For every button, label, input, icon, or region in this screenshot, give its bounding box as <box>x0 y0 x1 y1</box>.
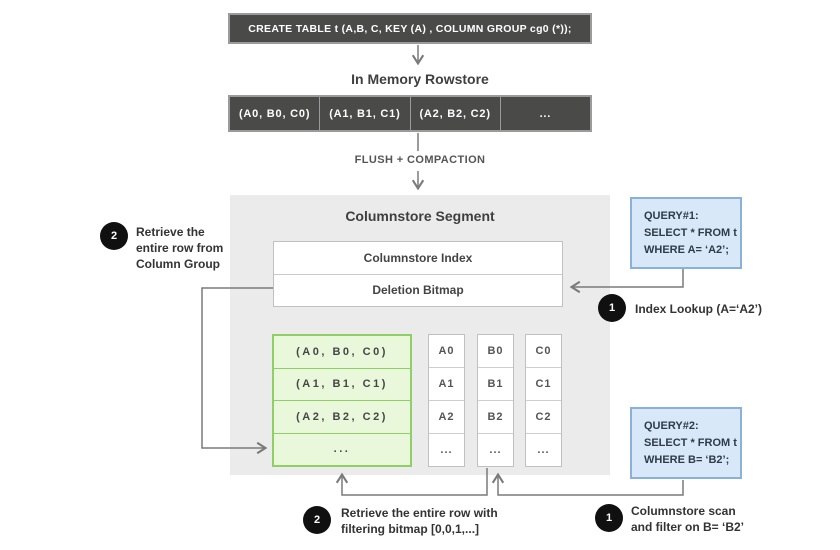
column-group-row: ... <box>274 432 410 466</box>
step-badge-2-bottom: 2 <box>303 506 331 534</box>
flush-compaction-label: FLUSH + COMPACTION <box>354 154 486 166</box>
note-line: and filter on B= ‘B2’ <box>631 520 745 534</box>
note-columnstore-scan: Columnstore scan and filter on B= ‘B2’ <box>631 503 744 535</box>
step-badge-1-bottom: 1 <box>595 504 623 532</box>
query1-line: SELECT * FROM t <box>644 227 737 239</box>
note-line: Columnstore scan <box>631 504 736 518</box>
query2-box: QUERY#2: SELECT * FROM t WHERE B= ‘B2’; <box>630 407 742 479</box>
column-cell: A2 <box>429 400 464 433</box>
deletion-bitmap-bar: Deletion Bitmap <box>274 273 562 307</box>
segment-title: Columnstore Segment <box>345 208 495 224</box>
column-cell: ... <box>478 433 513 466</box>
column-group-table: (A0, B0, C0) (A1, B1, C1) (A2, B2, C2) .… <box>272 334 412 467</box>
column-cell: C2 <box>526 400 561 433</box>
column-group-row: (A0, B0, C0) <box>296 345 388 358</box>
column-cell: C1 <box>526 367 561 400</box>
segment-header-bars: Columnstore Index Deletion Bitmap <box>273 241 563 307</box>
column-a-store: A0 A1 A2 ... <box>428 334 465 467</box>
column-cell: ... <box>526 433 561 466</box>
column-cell: B2 <box>478 400 513 433</box>
query2-line: WHERE B= ‘B2’; <box>644 454 730 466</box>
column-c-store: C0 C1 C2 ... <box>525 334 562 467</box>
rowstore-cell: (A0, B0, C0) <box>238 107 311 120</box>
query1-line: QUERY#1: <box>644 210 699 222</box>
note-retrieve-from-group: Retrieve the entire row from Column Grou… <box>136 224 223 272</box>
note-line: Column Group <box>136 257 220 271</box>
column-cell: C0 <box>535 345 552 357</box>
column-cell: A1 <box>429 367 464 400</box>
column-cell: B1 <box>478 367 513 400</box>
columnstore-index-bar: Columnstore Index <box>363 250 473 265</box>
query2-line: QUERY#2: <box>644 420 699 432</box>
note-line: entire row from <box>136 241 224 255</box>
note-line: Retrieve the <box>136 225 205 239</box>
column-group-row: (A2, B2, C2) <box>274 400 410 433</box>
rowstore-cell: (A1, B1, C1) <box>319 97 409 130</box>
rowstore-title: In Memory Rowstore <box>351 71 489 87</box>
step-badge-2-left: 2 <box>100 222 128 250</box>
step-badge-1-top: 1 <box>598 294 626 322</box>
column-cell: A0 <box>438 345 455 357</box>
note-line: filtering bitmap [0,0,1,...] <box>341 522 480 536</box>
in-memory-rowstore-bar: (A0, B0, C0) (A1, B1, C1) (A2, B2, C2) .… <box>228 95 592 132</box>
column-cell: B0 <box>487 345 504 357</box>
create-table-statement: CREATE TABLE t (A,B, C, KEY (A) , COLUMN… <box>228 13 592 44</box>
query1-line: WHERE A= ‘A2’; <box>644 244 729 256</box>
rowstore-cell: ... <box>499 97 590 130</box>
column-group-row: (A1, B1, C1) <box>274 367 410 401</box>
note-retrieve-with-bitmap: Retrieve the entire row with filtering b… <box>341 505 498 537</box>
column-b-store: B0 B1 B2 ... <box>477 334 514 467</box>
note-index-lookup: Index Lookup (A=‘A2’) <box>635 302 763 316</box>
query1-box: QUERY#1: SELECT * FROM t WHERE A= ‘A2’; <box>630 197 742 269</box>
note-line: Retrieve the entire row with <box>341 506 498 520</box>
column-cell: ... <box>429 433 464 466</box>
query2-line: SELECT * FROM t <box>644 437 737 449</box>
rowstore-cell: (A2, B2, C2) <box>409 97 500 130</box>
